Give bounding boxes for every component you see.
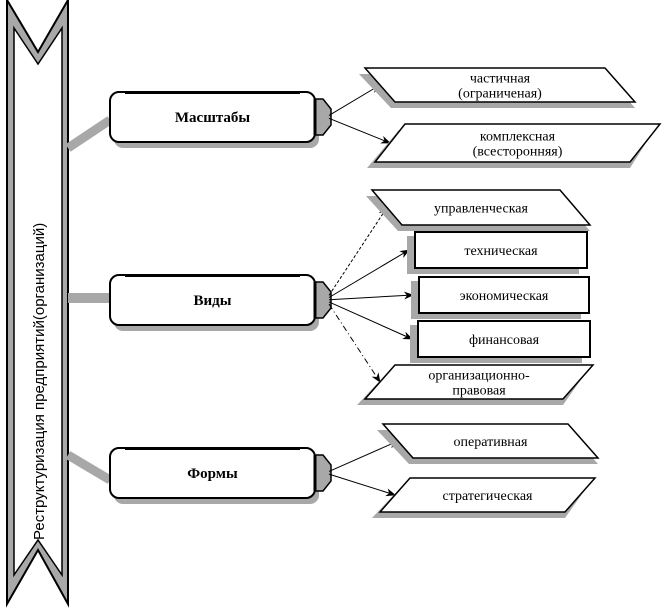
leaf-box [370,189,592,226]
category-hub [314,281,332,319]
leaf-label: правовая [452,384,506,399]
leaf-label: (всесторонняя) [473,145,563,160]
leaves-layer: частичная(ограниченая) комплексная(всесто… [357,67,662,518]
edge-arrow [328,117,391,144]
leaf-label: комплексная [480,130,556,145]
leaf-node: экономическая [411,276,590,319]
leaf-node: частичная(ограниченая) [359,67,637,108]
banner-inner [13,25,63,578]
banner-connectors [65,116,113,484]
leaf-box [363,67,637,103]
leaf-node: комплексная(всесторонняя) [367,123,662,168]
category-label: Виды [194,293,232,309]
root-banner: Реструктуризация предприятий(организаций… [6,0,69,608]
leaf-node: организационно-правовая [357,364,595,405]
leaf-node: оперативная [377,423,600,464]
leaf-node: техническая [407,231,588,274]
edge-arrow [328,473,396,497]
leaf-box [417,320,591,358]
category-types: Виды [109,274,332,331]
leaf-node: управленческая [366,189,592,231]
category-hub [314,98,332,136]
edge-arrow [328,84,381,116]
leaf-box [363,364,595,400]
connector-types [68,293,112,303]
edge-arrow [328,440,399,472]
leaf-label: экономическая [460,289,549,304]
category-label: Масштабы [175,110,251,126]
leaf-label: управленческая [434,202,528,217]
leaf-label: стратегическая [443,489,534,504]
leaf-box [414,231,588,269]
leaf-node: стратегическая [372,477,597,518]
leaf-node: финансовая [410,320,591,363]
category-label: Формы [187,466,238,482]
leaf-box [418,276,590,314]
category-scales: Масштабы [109,91,332,148]
connector-forms [65,451,113,484]
edge-arrow [328,303,381,383]
edge-arrow [328,291,414,301]
leaf-label: техническая [464,244,538,259]
root-label: Реструктуризация предприятий(организаций… [31,223,48,540]
edge-arrow [328,206,388,296]
leaf-box [373,123,662,163]
leaf-label: (ограниченая) [458,87,542,102]
connector-scales [65,116,113,152]
leaf-label: организационно- [428,369,530,384]
edge-arrow [328,301,413,340]
leaf-label: частичная [470,72,531,87]
leaf-box [381,423,600,459]
category-forms: Формы [109,447,332,504]
leaf-label: оперативная [454,435,528,450]
category-hub [314,454,332,492]
edges-layer [328,84,414,497]
leaf-label: финансовая [469,333,540,348]
leaf-box [378,477,597,513]
edge-arrow [328,249,410,298]
